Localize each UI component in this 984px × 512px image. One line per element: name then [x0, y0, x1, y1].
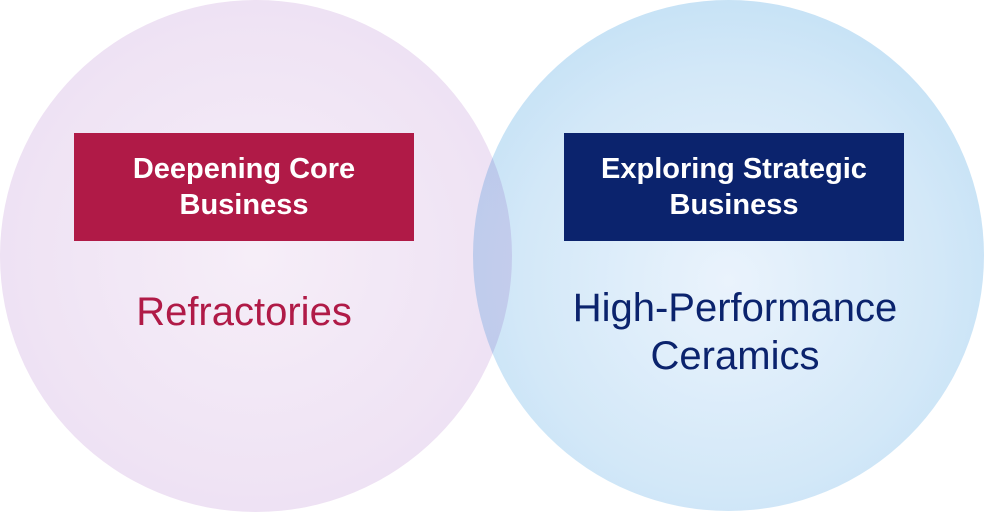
strategic-header-line-1: Exploring Strategic	[601, 153, 867, 185]
core-header-line-2: Business	[179, 189, 309, 221]
core-header-line-1: Deepening Core	[132, 153, 356, 185]
core-business-circle	[0, 0, 512, 512]
refractories-label: Refractories	[136, 290, 352, 334]
ceramics-line-2: Ceramics	[650, 334, 820, 378]
ceramics-line-1: High-Performance	[572, 286, 898, 330]
strategic-business-circle	[473, 0, 984, 511]
strategic-header-line-2: Business	[669, 189, 799, 221]
